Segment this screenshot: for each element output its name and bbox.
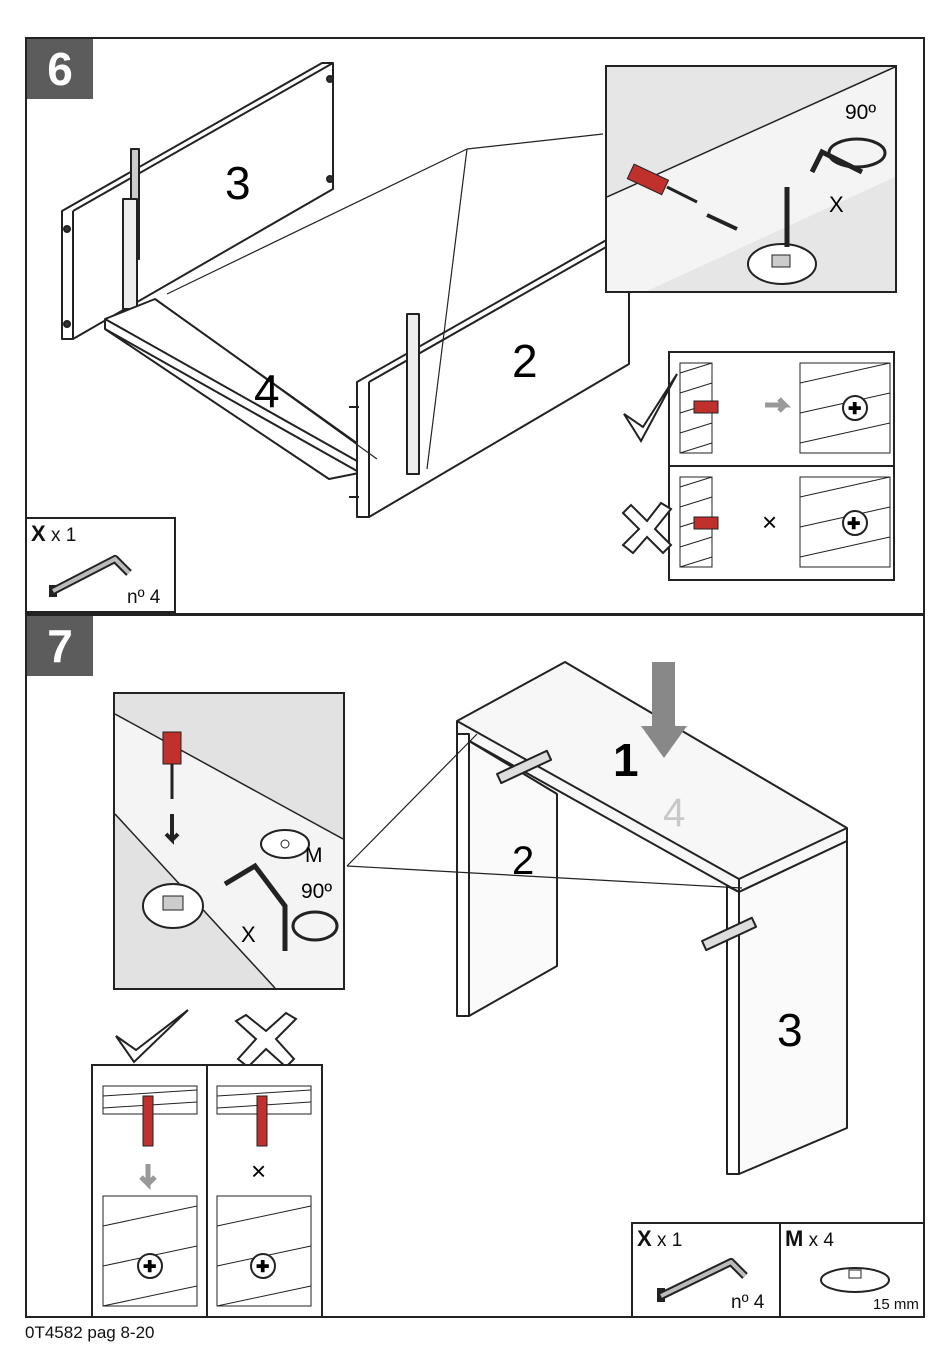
disc-letter: M bbox=[305, 844, 323, 867]
rotation-angle: 90º bbox=[301, 880, 332, 903]
rotation-angle: 90º bbox=[845, 101, 876, 124]
wrong-mark: × bbox=[251, 1156, 266, 1186]
part-label-3: 3 bbox=[777, 1004, 803, 1056]
cam-disc-icon bbox=[815, 1258, 895, 1298]
wrong-mark: × bbox=[762, 507, 777, 537]
inventory-qty: x 4 bbox=[809, 1230, 834, 1251]
step-7-panel: 7 1 2 3 4 bbox=[25, 614, 925, 1318]
inventory-letter: X bbox=[637, 1226, 652, 1251]
cross-icon bbox=[615, 499, 675, 559]
inventory-letter: X bbox=[31, 521, 46, 546]
inventory-size: 15 mm bbox=[873, 1296, 919, 1313]
inventory-x-box: X x 1 nº 4 bbox=[25, 517, 176, 613]
part-label-2: 2 bbox=[512, 335, 538, 387]
svg-text:✚: ✚ bbox=[847, 516, 860, 533]
inventory-m-box: M x 4 15 mm bbox=[779, 1222, 925, 1318]
svg-text:✚: ✚ bbox=[143, 1259, 156, 1276]
part-label-2: 2 bbox=[512, 839, 534, 883]
inventory-qty: x 1 bbox=[51, 525, 76, 546]
check-icon bbox=[619, 369, 679, 449]
tool-letter: X bbox=[241, 922, 256, 947]
part-label-4: 4 bbox=[254, 365, 280, 417]
inventory-size: nº 4 bbox=[127, 587, 160, 609]
inventory-letter: M bbox=[785, 1226, 803, 1251]
part-label-3: 3 bbox=[225, 157, 251, 209]
part-label-4: 4 bbox=[663, 791, 685, 835]
cam-lock-detail-step7: M 90º X bbox=[113, 692, 345, 990]
inventory-size: nº 4 bbox=[731, 1292, 764, 1314]
svg-text:✚: ✚ bbox=[848, 401, 861, 418]
tool-letter: X bbox=[829, 192, 844, 217]
part-label-1: 1 bbox=[613, 734, 639, 786]
cross-icon bbox=[230, 1011, 300, 1069]
dowel-correct-wrong-detail-step7: ✚ × ✚ bbox=[91, 1064, 323, 1318]
page-footer: 0T4582 pag 8-20 bbox=[25, 1323, 155, 1343]
cam-lock-detail: 90º X bbox=[605, 65, 897, 293]
check-icon bbox=[112, 1006, 192, 1066]
inventory-x-box: X x 1 nº 4 bbox=[631, 1222, 781, 1318]
step-6-panel: 6 bbox=[25, 37, 925, 615]
svg-text:✚: ✚ bbox=[256, 1259, 269, 1276]
dowel-correct-wrong-detail: ✚ × ✚ bbox=[668, 351, 895, 581]
